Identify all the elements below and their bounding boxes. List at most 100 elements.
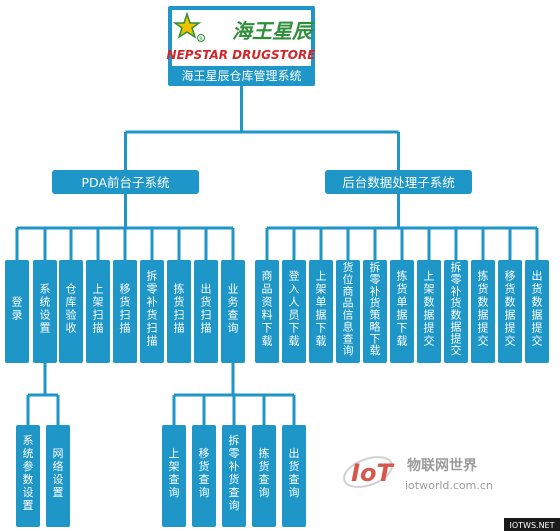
orbit-icon	[343, 456, 393, 488]
leaf-pda-7: 出货扫描	[194, 260, 218, 363]
node-label: 登录	[12, 295, 23, 322]
leaf-backend-6: 上架数据提交	[417, 260, 441, 363]
branch-label: PDA前台子系统	[82, 175, 170, 190]
node-label: 拆零补货扫描	[147, 269, 158, 348]
node-box	[252, 425, 276, 527]
node-box	[417, 260, 441, 363]
node-box	[167, 260, 191, 363]
node-box	[255, 260, 279, 363]
node-box	[309, 260, 333, 363]
node-box	[192, 425, 216, 527]
node-label: 仓库验收	[66, 282, 77, 335]
node-box	[5, 260, 29, 363]
node-label: 出货扫描	[201, 282, 212, 335]
corner-badge	[504, 518, 560, 531]
logo-chinese-name: 海王星辰	[232, 19, 315, 43]
leaf-backend-4: 拆零补货策略下载	[363, 260, 387, 363]
node-label: 商品资料下载	[262, 269, 273, 348]
node-box	[86, 260, 110, 363]
leaf-settings-0: 系统参数设置	[16, 425, 40, 527]
node-label: 拆零补货查询	[229, 433, 240, 512]
node-label: 网络设置	[53, 447, 64, 499]
node-box	[194, 260, 218, 363]
node-box	[390, 260, 414, 363]
registered-mark: R	[199, 37, 203, 43]
star-logo-icon	[172, 11, 202, 39]
leaf-backend-3: 货位商品信息查询	[336, 260, 360, 363]
node-box	[282, 425, 306, 527]
leaf-query-4: 出货查询	[282, 425, 306, 527]
node-label: 拣货单据下载	[397, 269, 408, 348]
node-box	[162, 425, 186, 527]
node-box	[222, 425, 246, 527]
leaf-backend-5: 拣货单据下载	[390, 260, 414, 363]
node-label: 出货数据提交	[532, 269, 543, 348]
leaf-pda-0: 登录	[5, 260, 29, 363]
node-label: 拆零补货数据提交	[451, 260, 462, 357]
branch-node-pda: PDA前台子系统	[52, 170, 199, 194]
node-label: 拆零补货策略下载	[370, 260, 381, 357]
leaf-pda-5: 拆零补货扫描	[140, 260, 164, 363]
registered-mark-icon	[197, 34, 205, 42]
leaf-pda-1: 系统设置	[33, 260, 57, 363]
leaf-backend-10: 出货数据提交	[525, 260, 549, 363]
node-box	[46, 425, 70, 527]
logo-panel	[172, 10, 311, 66]
node-label: 货位商品信息查询	[343, 260, 354, 357]
leaf-pda-2: 仓库验收	[59, 260, 83, 363]
leaf-backend-8: 拣货数据提交	[471, 260, 495, 363]
iotworld-watermark: IoT 物联网世界 iotworld.com.cn	[343, 456, 493, 492]
node-box	[33, 260, 57, 363]
node-label: 上架数据提交	[424, 270, 435, 348]
node-box	[498, 260, 522, 363]
leaf-nodes: 登录 系统设置 仓库验收 上架扫描 移货扫描 拆零补货扫描 拣货扫描 出货扫描 业务查询 商品资料…	[5, 260, 549, 527]
leaf-query-1: 移货查询	[192, 425, 216, 527]
leaf-backend-9: 移货数据提交	[498, 260, 522, 363]
node-box	[16, 425, 40, 527]
leaf-backend-0: 商品资料下载	[255, 260, 279, 363]
node-box	[363, 260, 387, 363]
node-label: 出货查询	[289, 446, 300, 499]
leaf-backend-2: 上架单据下载	[309, 260, 333, 363]
connector-lines	[15, 86, 539, 425]
node-label: 移货扫描	[120, 283, 131, 335]
corner-badge-text: IOTWS.NET	[510, 521, 555, 530]
leaf-pda-6: 拣货扫描	[167, 260, 191, 363]
logo-english-name: NEPSTAR DRUGSTORE	[167, 48, 317, 62]
node-box	[336, 260, 360, 363]
node-label: 上架查询	[169, 447, 180, 499]
leaf-query-0: 上架查询	[162, 425, 186, 527]
branch-box	[325, 170, 472, 194]
node-box	[221, 260, 245, 363]
node-box	[282, 260, 306, 363]
iot-logo: IoT	[351, 459, 394, 487]
node-label: 拣货查询	[259, 446, 270, 499]
root-title: 海王星辰仓库管理系统	[181, 68, 301, 83]
branch-node-backend: 后台数据处理子系统	[325, 170, 472, 194]
leaf-pda-4: 移货扫描	[113, 260, 137, 363]
leaf-pda-8: 业务查询	[221, 260, 245, 363]
node-label: 上架扫描	[93, 283, 104, 335]
node-box	[444, 260, 468, 363]
branch-label: 后台数据处理子系统	[342, 175, 455, 190]
branch-box	[52, 170, 199, 194]
node-label: 上架单据下载	[316, 270, 327, 348]
node-label: 移货数据提交	[505, 270, 516, 348]
leaf-query-2: 拆零补货查询	[222, 425, 246, 527]
node-box	[140, 260, 164, 363]
node-label: 系统设置	[40, 283, 51, 335]
node-label: 拣货扫描	[174, 282, 185, 335]
node-label: 业务查询	[228, 283, 239, 335]
watermark-cn: 物联网世界	[407, 457, 478, 474]
leaf-settings-1: 网络设置	[46, 425, 70, 527]
leaf-backend-1: 登入人员下载	[282, 260, 306, 363]
node-box	[471, 260, 495, 363]
node-label: 系统参数设置	[23, 434, 34, 512]
node-label: 移货查询	[199, 447, 210, 499]
watermark-url: iotworld.com.cn	[405, 479, 493, 492]
node-label: 拣货数据提交	[478, 269, 489, 348]
node-box	[525, 260, 549, 363]
root-node: R 海王星辰 NEPSTAR DRUGSTORE 海王星辰仓库管理系统	[167, 6, 317, 86]
node-label: 登入人员下载	[289, 269, 300, 348]
